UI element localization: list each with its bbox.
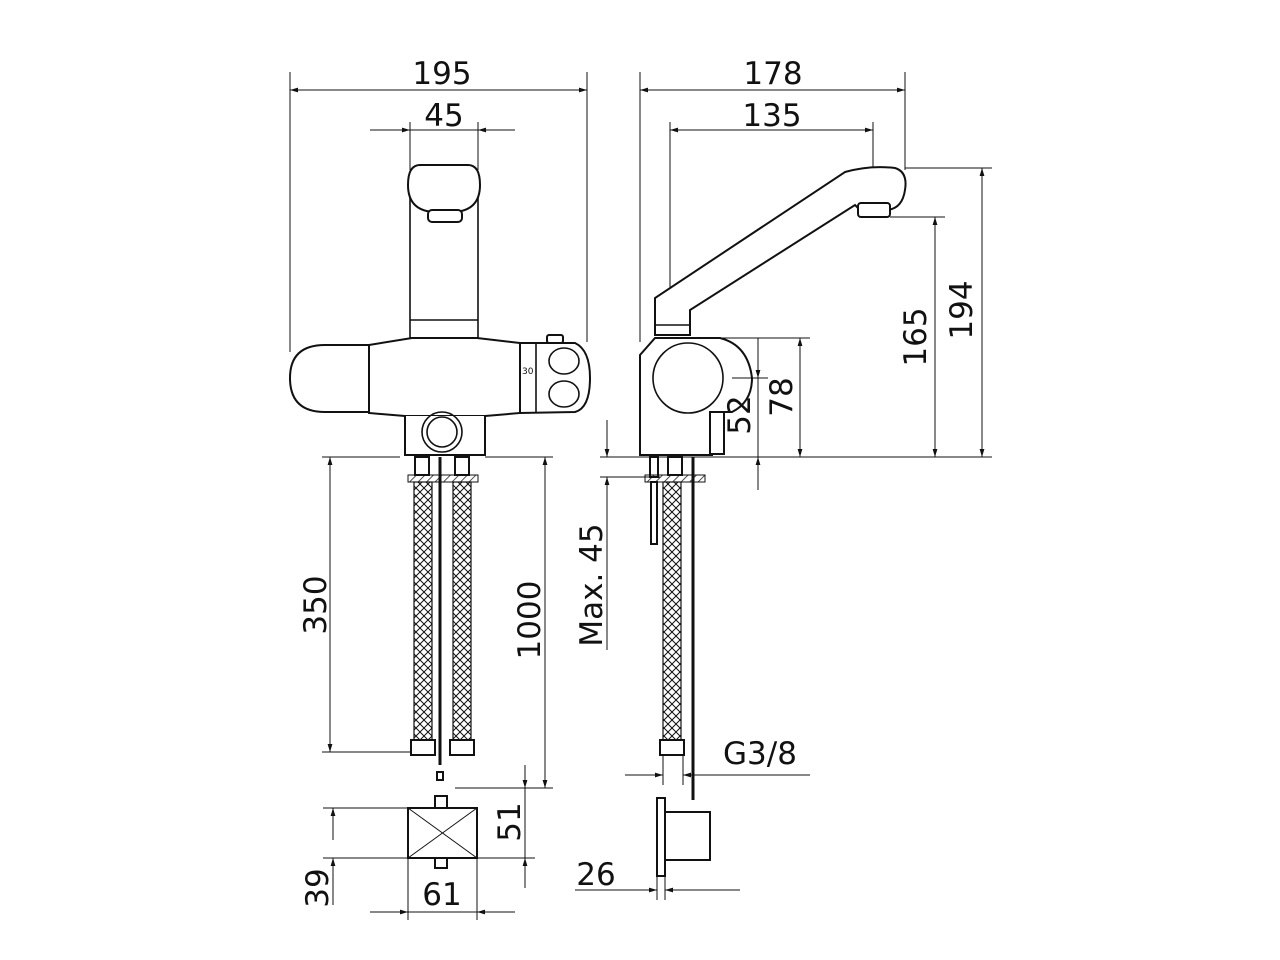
hoses-front <box>407 456 479 781</box>
dim-194: 194 <box>944 280 980 339</box>
control-knob-upper <box>548 347 580 375</box>
mixer-body-front: 30 <box>288 334 592 456</box>
dim-178: 178 <box>743 56 802 92</box>
dim-350: 350 <box>298 575 334 634</box>
front-view: 195 45 30 <box>288 56 592 920</box>
scale-mark-30: 30 <box>522 367 534 377</box>
dim-52: 52 <box>722 395 758 434</box>
control-box-front: 39 51 61 <box>300 765 535 920</box>
dim-61: 61 <box>422 877 461 913</box>
dimension-lever-height: 52 <box>722 338 768 490</box>
spout-side <box>654 166 907 336</box>
dim-39: 39 <box>300 868 336 907</box>
dim-135: 135 <box>742 98 801 134</box>
dimension-spout-height: 165 <box>890 216 945 457</box>
dim-165: 165 <box>898 307 934 366</box>
dim-1000: 1000 <box>512 581 548 660</box>
dim-78: 78 <box>764 377 800 416</box>
hose-side <box>644 456 706 800</box>
dimension-width-total: 195 <box>289 56 588 352</box>
dim-195: 195 <box>412 56 471 92</box>
control-knob-lower <box>548 380 580 408</box>
dimension-body-height: 78 <box>700 337 810 457</box>
dim-g3-8: G3/8 <box>723 736 797 772</box>
dimension-height-total: 194 <box>905 167 992 457</box>
dim-26: 26 <box>576 857 615 893</box>
dim-51: 51 <box>492 802 528 841</box>
dim-max-45: Max. 45 <box>574 523 610 646</box>
mixer-body-side <box>639 337 754 456</box>
dim-45: 45 <box>424 98 463 134</box>
dimension-spout-reach: 135 <box>669 98 874 300</box>
side-view: 178 135 194 165 78 52 <box>574 56 992 900</box>
dimension-thread: G3/8 <box>625 736 810 785</box>
control-box-side: 26 <box>575 797 740 900</box>
spout-front <box>406 164 482 339</box>
dimension-hose-length: 350 <box>298 457 410 753</box>
dimension-cable-length: 1000 <box>455 457 553 789</box>
dimension-depth-total: 178 <box>639 56 906 342</box>
dimension-spout-width: 45 <box>370 98 515 170</box>
